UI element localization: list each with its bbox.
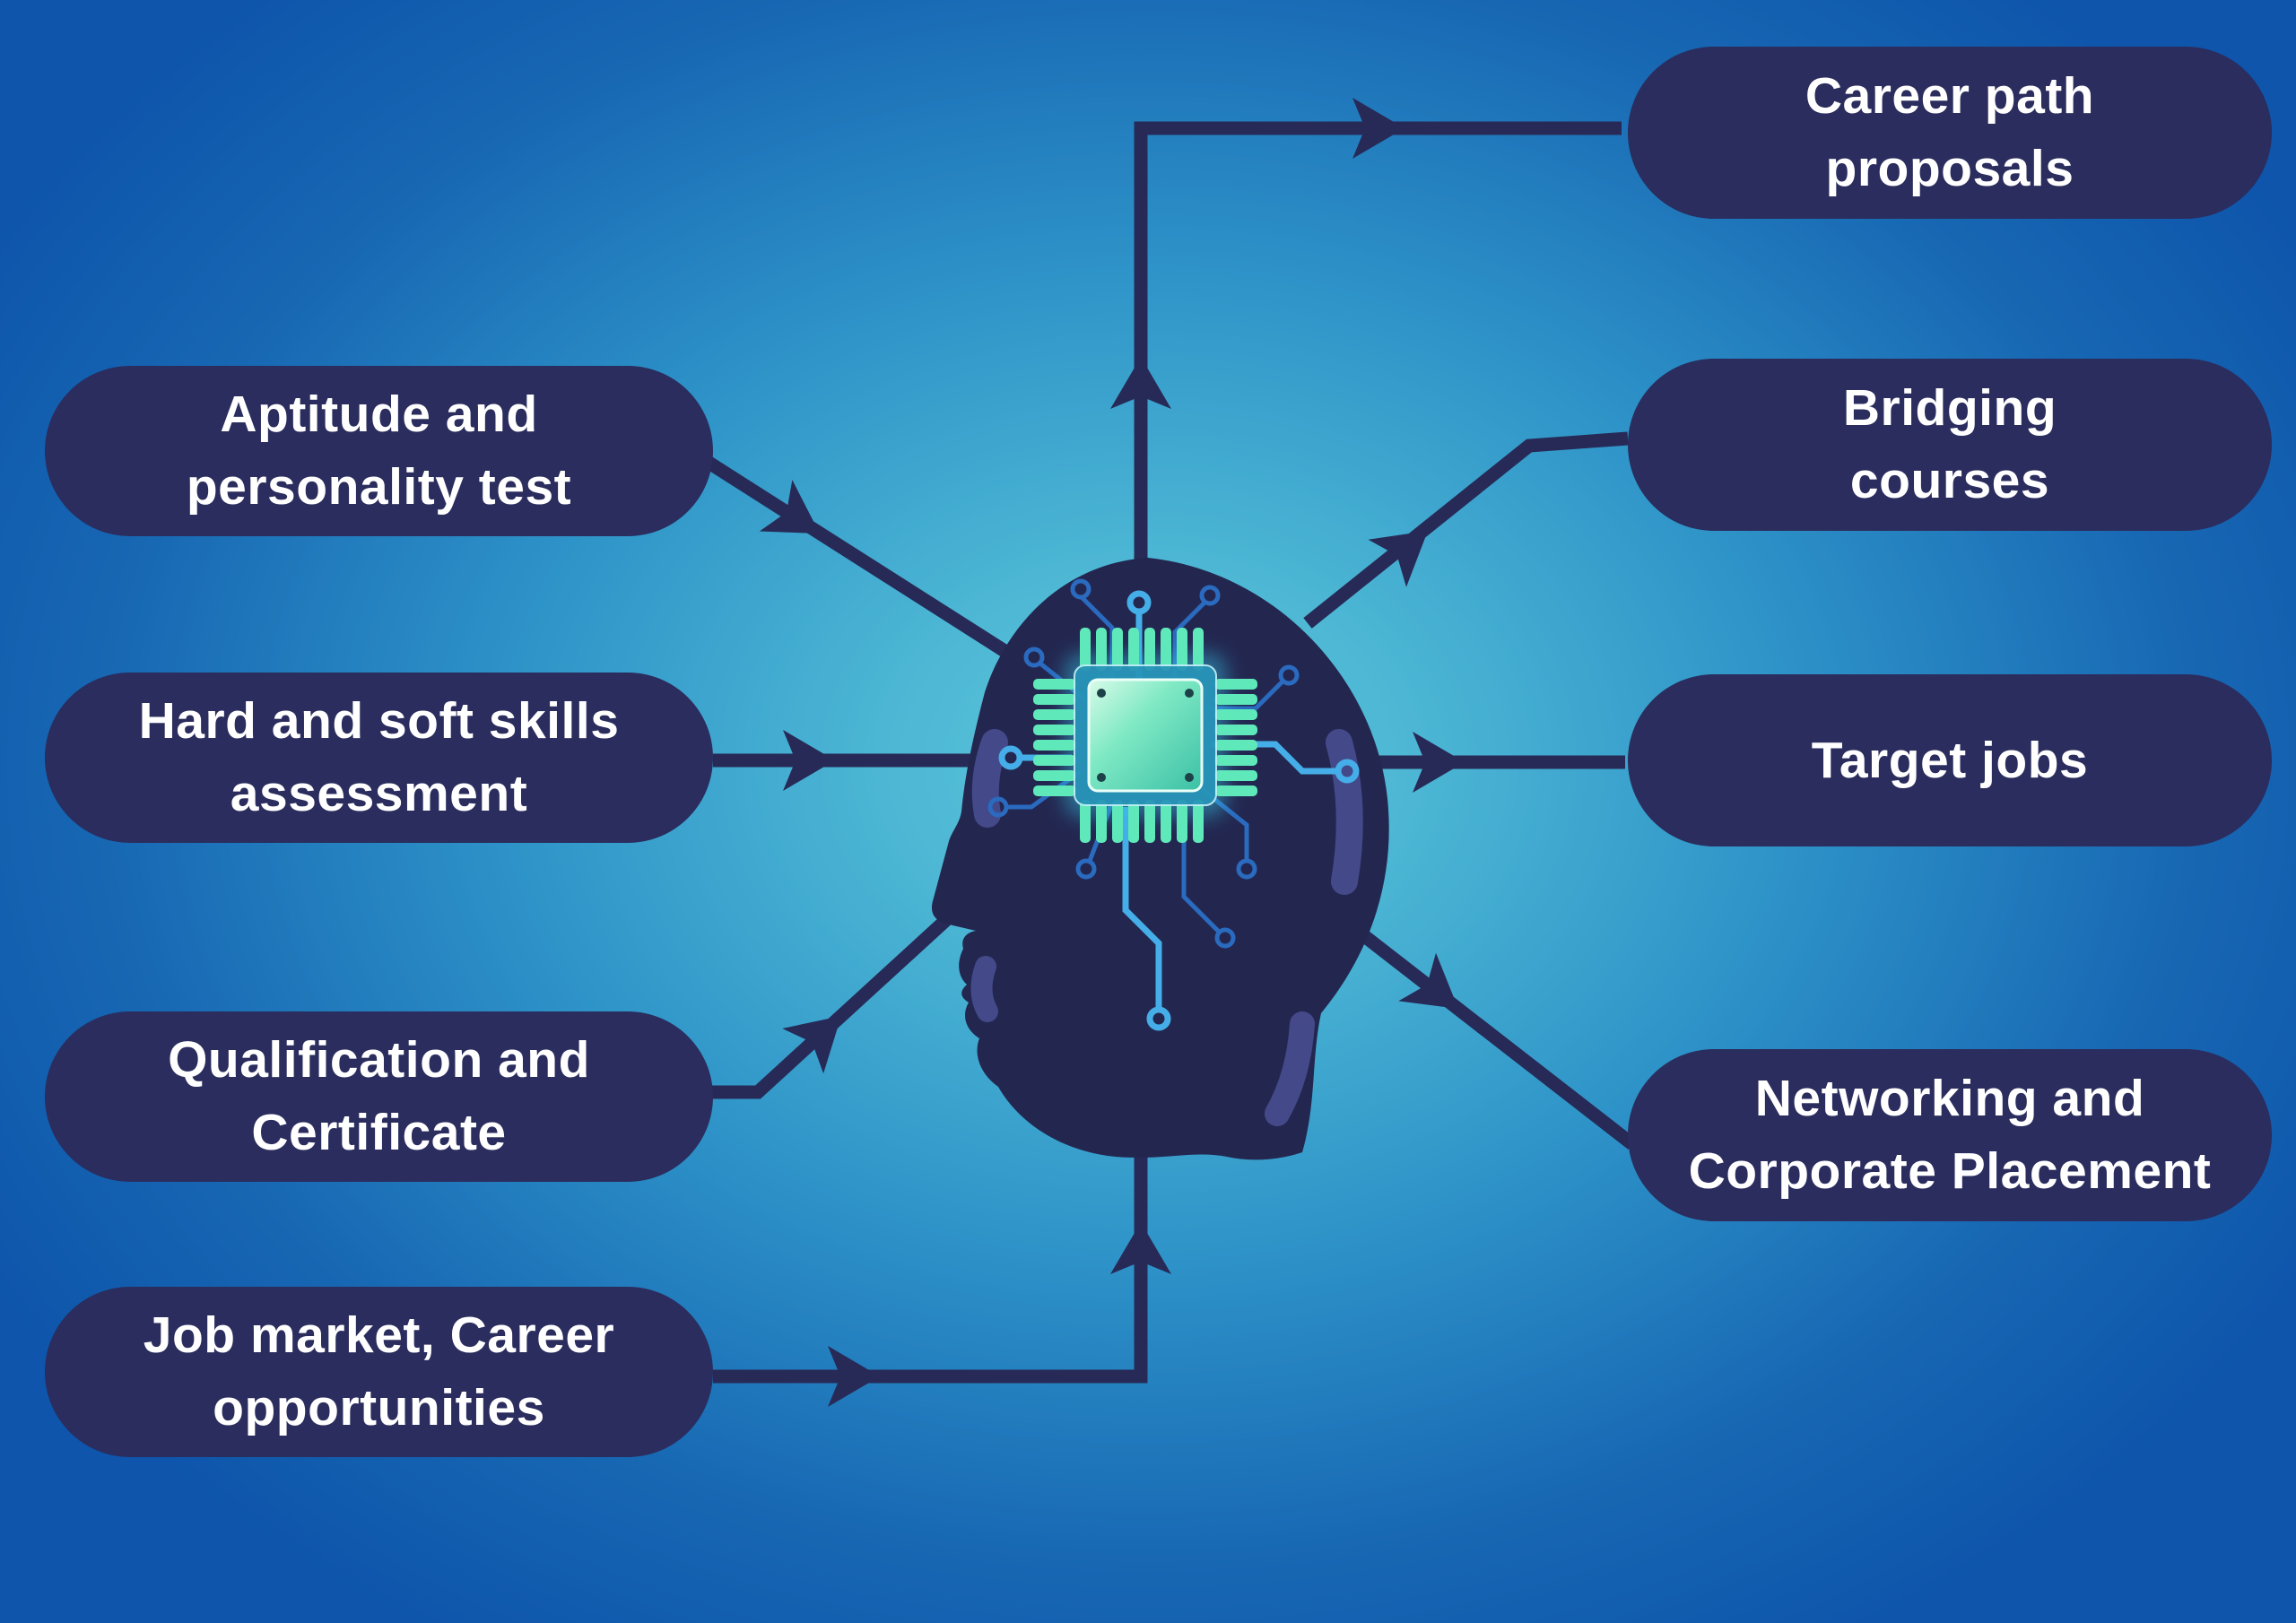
node-aptitude-personality-test: Aptitude and personality test [45, 366, 713, 536]
microchip-icon [1033, 628, 1257, 843]
arrow-head-to-career-path [1134, 121, 1622, 592]
arrow-head-to-networking [1330, 907, 1637, 1150]
arrow-head-to-bridging-courses [1303, 431, 1629, 629]
chip-corner-dots [1097, 689, 1194, 782]
node-networking-corporate-placement: Networking and Corporate Placement [1628, 1049, 2272, 1221]
arrow-jobmarket-to-head [713, 1137, 1148, 1384]
arrow-lines [693, 121, 1637, 1384]
arrow-aptitude-to-head [693, 449, 1036, 674]
head-highlights [970, 729, 1363, 1126]
node-qualification-certificate: Qualification and Certificate [45, 1011, 713, 1182]
head-silhouette-icon [931, 558, 1389, 1160]
node-target-jobs: Target jobs [1628, 674, 2272, 846]
arrow-qualification-to-head [709, 894, 974, 1099]
node-bridging-courses: Bridging courses [1628, 359, 2272, 531]
ai-head-illustration [931, 558, 1389, 1160]
node-hard-soft-skills-assessment: Hard and soft skills assessment [45, 673, 713, 843]
arrowhead-downright-icon [759, 480, 837, 560]
node-career-path-proposals: Career path proposals [1628, 47, 2272, 219]
node-job-market-career-opportunities: Job market, Career opportunities [45, 1287, 713, 1457]
chip-pins [1033, 628, 1257, 843]
